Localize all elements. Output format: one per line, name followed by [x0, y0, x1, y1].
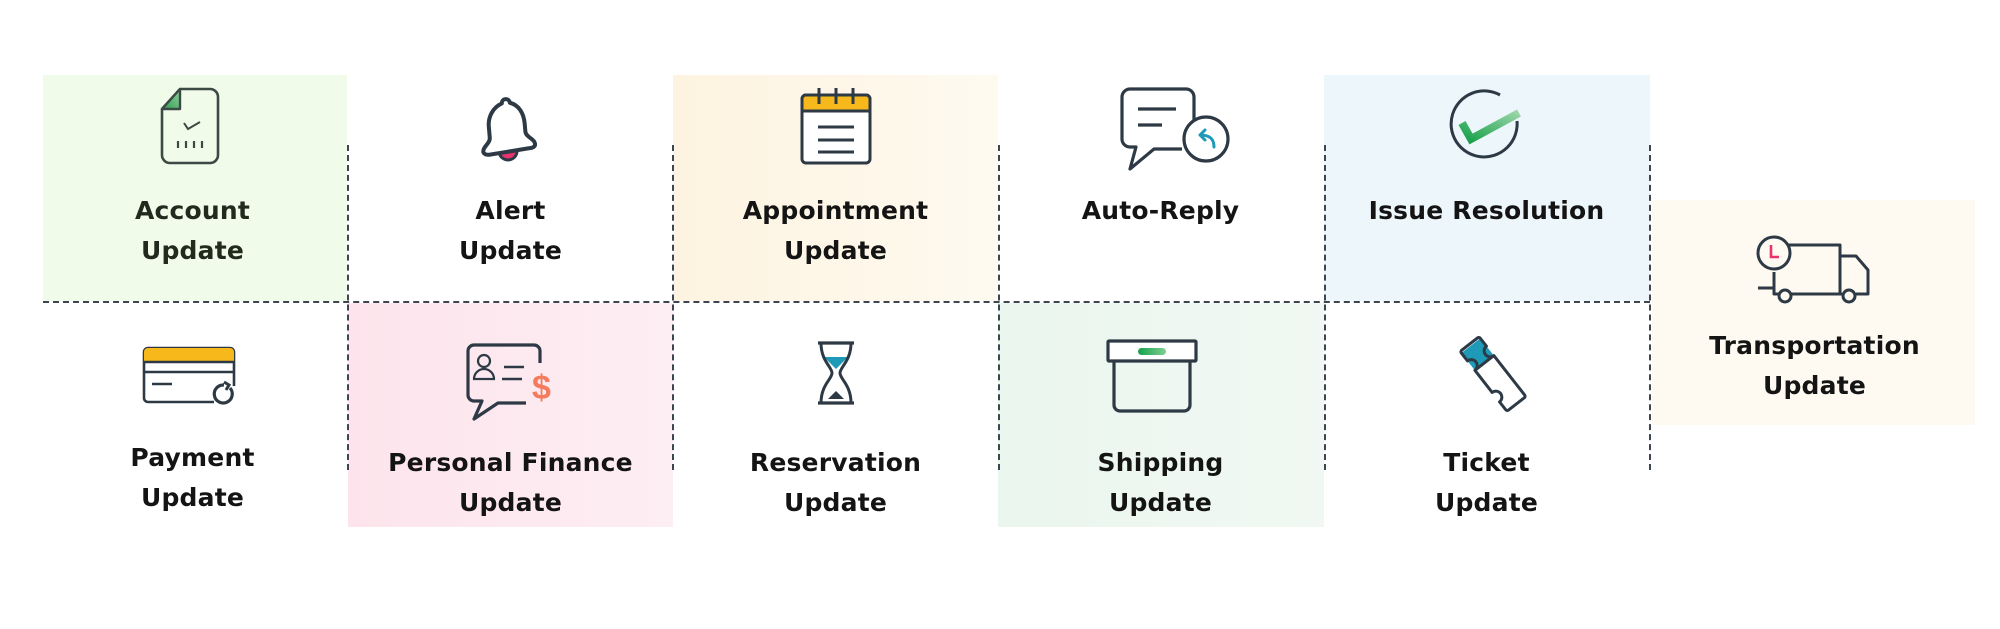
- tile-label-line1: Alert: [475, 196, 546, 225]
- box-icon: [1106, 339, 1198, 415]
- delivery-truck-icon: [1756, 234, 1870, 306]
- grid-divider-vertical-3: [998, 145, 1000, 470]
- tile-label-line2: Update: [783, 488, 888, 517]
- tile-label-line1: Reservation: [749, 448, 922, 477]
- tile-label-line2: Update: [458, 488, 563, 517]
- hourglass-icon: [816, 341, 856, 405]
- check-circle-icon: [1448, 89, 1532, 163]
- panel-issue-resolution: [1324, 75, 1650, 301]
- panel-transportation-update: [1652, 200, 1975, 425]
- grid-divider-vertical-1: [347, 145, 349, 470]
- tile-shipping-update[interactable]: Shipping Update: [998, 303, 1323, 527]
- tile-label-line1: Transportation: [1709, 331, 1920, 360]
- tile-label-line2: Update: [458, 236, 563, 265]
- tile-label: Payment Update: [30, 438, 355, 518]
- tile-reservation-update[interactable]: Reservation Update: [673, 303, 998, 527]
- tile-label-line2: Update: [783, 236, 888, 265]
- tile-label: Appointment Update: [673, 191, 998, 271]
- tile-auto-reply[interactable]: Auto-Reply: [998, 75, 1323, 301]
- tile-label-line1: Auto-Reply: [1081, 196, 1240, 225]
- svg-text:$: $: [532, 369, 551, 407]
- panel-account-update: [43, 75, 347, 301]
- tile-label-line1: Payment: [130, 443, 255, 472]
- tile-label-line2: Update: [1108, 488, 1213, 517]
- bell-icon: [478, 93, 538, 163]
- grid-divider-vertical-5: [1649, 145, 1651, 470]
- tile-label-line2: Update: [1762, 371, 1867, 400]
- document-check-icon: [158, 87, 222, 165]
- credit-card-refresh-icon: [142, 346, 238, 406]
- tile-label: Transportation Update: [1652, 326, 1977, 406]
- tile-label-line1: Account: [134, 196, 251, 225]
- tile-label-line2: Update: [1434, 488, 1539, 517]
- tile-label-line1: Issue Resolution: [1368, 196, 1605, 225]
- tile-label: Account Update: [30, 191, 355, 271]
- tile-label: Issue Resolution: [1324, 191, 1649, 231]
- grid-divider-vertical-4: [1324, 145, 1326, 470]
- tile-payment-update[interactable]: Payment Update: [30, 303, 355, 527]
- tile-alert-update[interactable]: Alert Update: [348, 75, 673, 301]
- tile-label: Personal Finance Update: [348, 443, 673, 523]
- tile-ticket-update[interactable]: Ticket Update: [1324, 303, 1649, 527]
- tile-label: Ticket Update: [1324, 443, 1649, 523]
- tile-label: Alert Update: [348, 191, 673, 271]
- tile-label-line1: Personal Finance: [388, 448, 633, 477]
- tile-account-update[interactable]: Account Update: [30, 75, 355, 301]
- ticket-icon: [1456, 335, 1530, 413]
- grid-divider-vertical-2: [672, 145, 674, 470]
- chat-finance-icon: $: [464, 343, 554, 421]
- grid-divider-horizontal: [43, 301, 1650, 303]
- tile-label-line1: Appointment: [742, 196, 929, 225]
- tile-label-line1: Shipping: [1097, 448, 1224, 477]
- tile-label: Auto-Reply: [998, 191, 1323, 231]
- tile-transportation-update[interactable]: Transportation Update: [1652, 200, 1977, 425]
- tile-label-line1: Ticket: [1443, 448, 1530, 477]
- panel-personal-finance-update: [348, 303, 673, 527]
- tile-appointment-update[interactable]: Appointment Update: [673, 75, 998, 301]
- tile-issue-resolution[interactable]: Issue Resolution: [1324, 75, 1649, 301]
- tile-label-line2: Update: [140, 483, 245, 512]
- tile-label-line2: Update: [140, 236, 245, 265]
- tile-personal-finance-update[interactable]: $ Personal Finance Update: [348, 303, 673, 527]
- tile-label: Reservation Update: [673, 443, 998, 523]
- chat-reply-icon: [1118, 87, 1234, 173]
- calendar-icon: [799, 87, 873, 167]
- tile-label: Shipping Update: [998, 443, 1323, 523]
